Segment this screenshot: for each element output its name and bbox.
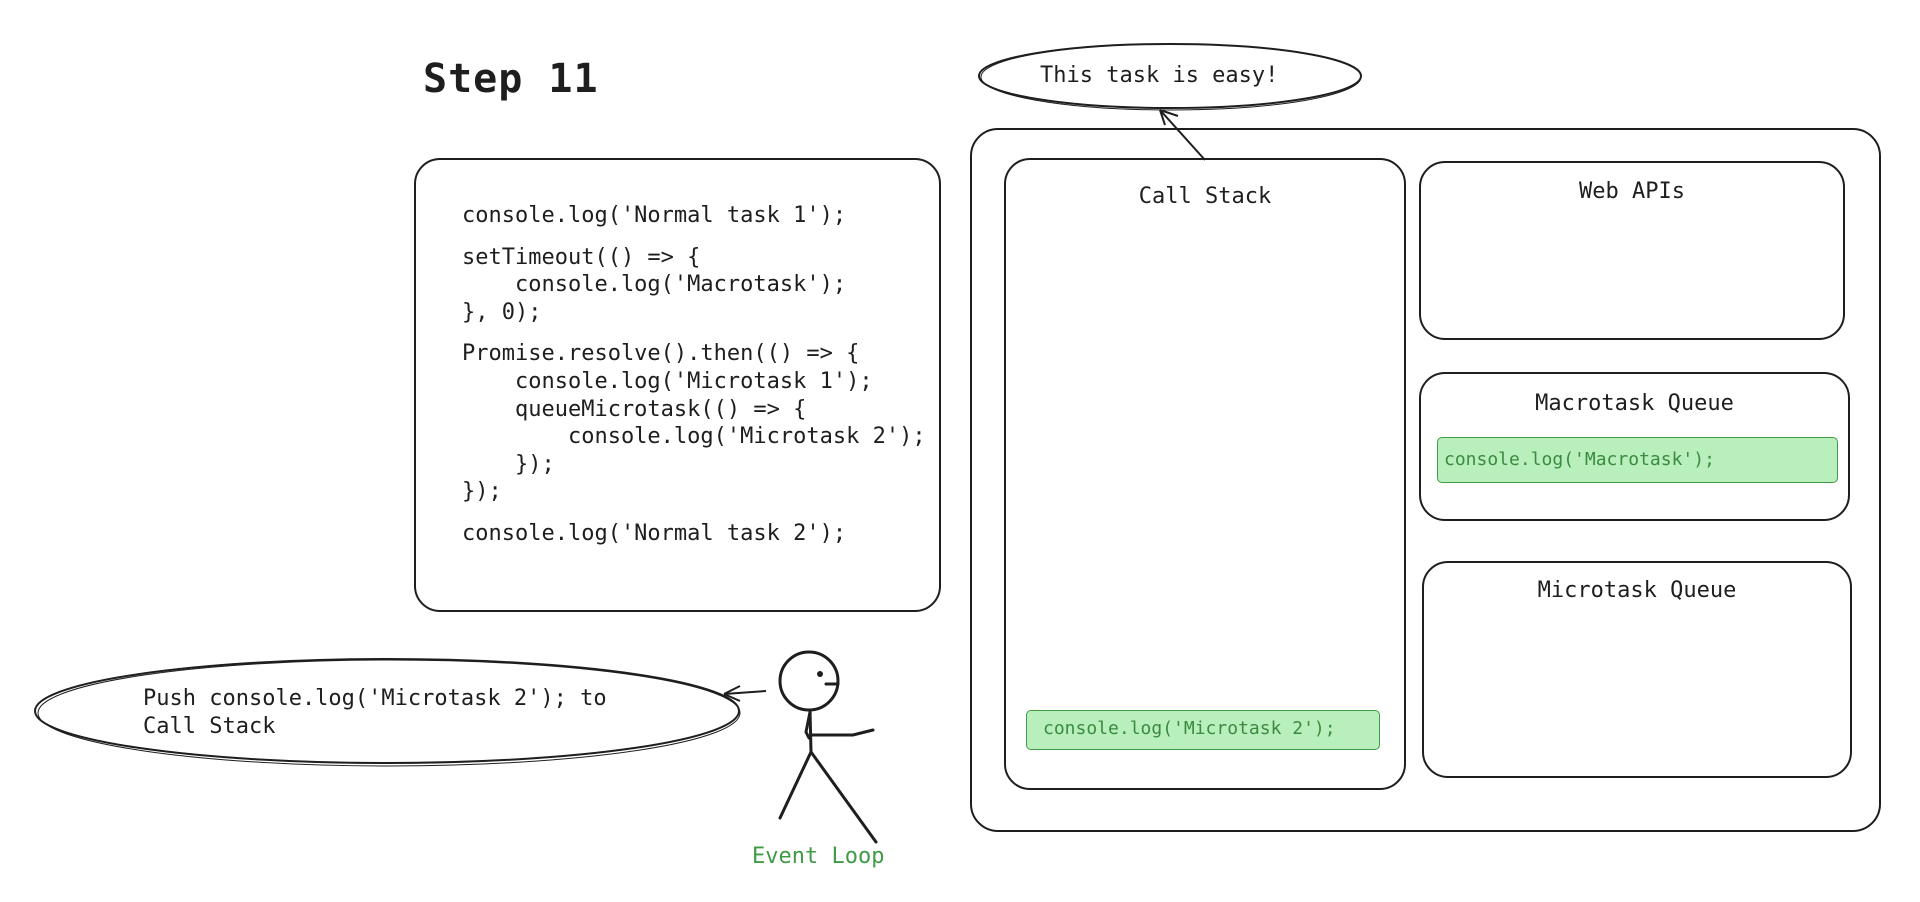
arrow-to-top-bubble	[1159, 109, 1206, 161]
figure-leg-right	[809, 750, 878, 844]
step-title: Step 11	[423, 56, 599, 102]
runtime-container	[970, 128, 1881, 832]
speech-bubble-left-stroke2	[37, 659, 741, 767]
speech-bubble-left	[34, 658, 740, 764]
code-line: });	[462, 479, 502, 505]
call-stack-panel: Call Stack console.log('Microtask 2');	[1004, 158, 1406, 790]
macrotask-queue-item: console.log('Macrotask');	[1437, 437, 1838, 483]
speech-left-text: Push console.log('Microtask 2'); to Call…	[143, 686, 607, 739]
call-stack-item: console.log('Microtask 2');	[1026, 710, 1380, 750]
arrow-to-left-bubble	[723, 690, 767, 695]
call-stack-title: Call Stack	[1138, 184, 1272, 209]
figure-leg-left	[778, 750, 813, 820]
code-line: setTimeout(() => {	[462, 244, 701, 270]
figure-arm-right	[809, 728, 875, 737]
code-line: console.log('Microtask 2');	[462, 424, 926, 450]
macrotask-queue-panel: Macrotask Queue console.log('Macrotask')…	[1419, 372, 1850, 521]
code-block: console.log('Normal task 1'); setTimeout(…	[462, 202, 926, 548]
web-apis-panel: Web APIs	[1419, 161, 1845, 340]
code-line: Promise.resolve().then(() => {	[462, 341, 860, 367]
event-loop-figure	[778, 650, 878, 844]
code-line: }, 0);	[462, 299, 542, 325]
arrow-head-top	[1159, 109, 1179, 126]
macrotask-queue-title: Macrotask Queue	[1535, 391, 1734, 416]
code-line: console.log('Macrotask');	[462, 272, 847, 298]
arrow-head-left	[723, 685, 741, 702]
figure-eye	[817, 671, 823, 677]
code-line: console.log('Normal task 1');	[462, 203, 847, 228]
microtask-queue-title: Microtask Queue	[1537, 578, 1737, 603]
code-line: queueMicrotask(() => {	[462, 396, 807, 422]
code-line: });	[462, 451, 555, 477]
web-apis-title: Web APIs	[1579, 179, 1685, 204]
figure-head	[778, 650, 840, 712]
microtask-queue-panel: Microtask Queue	[1422, 561, 1852, 778]
event-loop-label: Event Loop	[752, 844, 885, 869]
code-box: console.log('Normal task 1'); setTimeout(…	[414, 158, 941, 612]
speech-top-text: This task is easy!	[1040, 63, 1279, 88]
speech-bubble-top-stroke2	[980, 43, 1362, 111]
code-line: console.log('Normal task 2');	[462, 520, 847, 546]
figure-arm-left	[804, 710, 812, 740]
code-line: console.log('Microtask 1');	[462, 368, 873, 394]
